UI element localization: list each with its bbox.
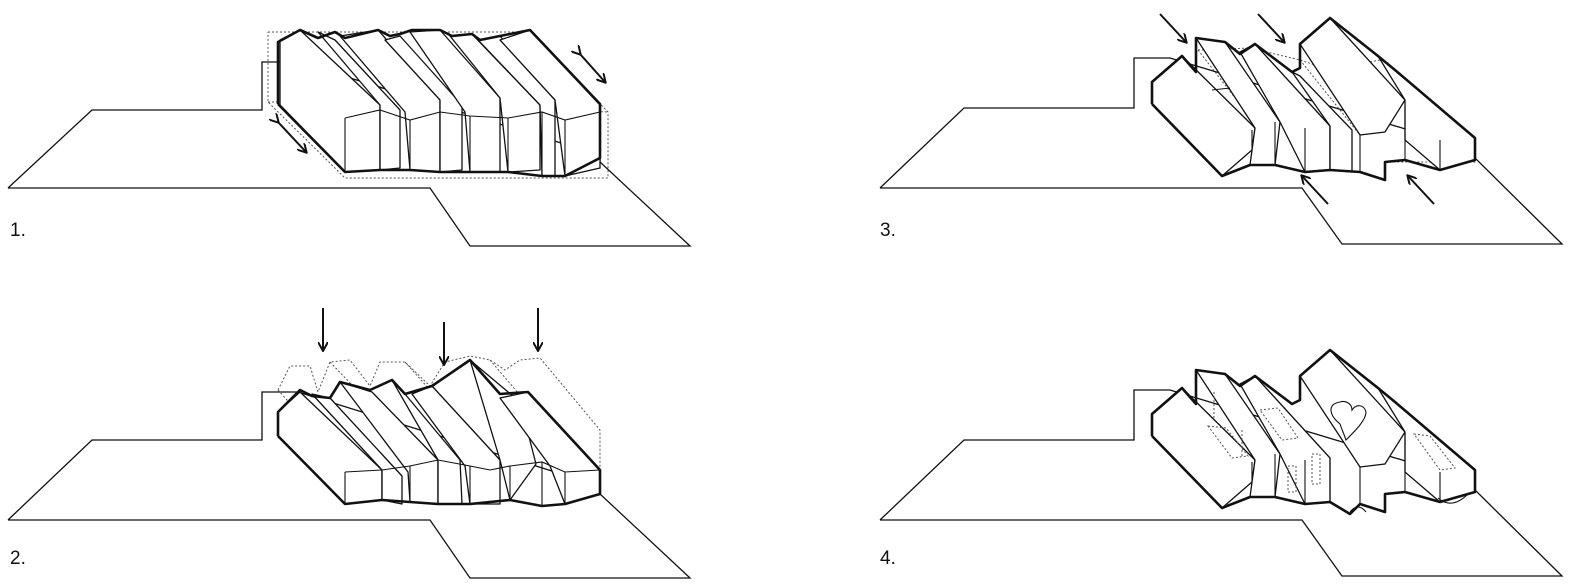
building-outline-4 bbox=[1150, 348, 1477, 516]
pitched-strips bbox=[277, 359, 601, 505]
stretch-arrow-left bbox=[278, 122, 306, 152]
panel-label-2: 2. bbox=[10, 548, 26, 569]
heart-opening bbox=[1330, 400, 1367, 442]
panel-label-1: 1. bbox=[10, 220, 26, 241]
slide-arrow-1 bbox=[1159, 13, 1186, 42]
panel-1-diagram bbox=[7, 28, 692, 247]
panel-4-diagram bbox=[879, 348, 1564, 577]
carved-strips bbox=[1151, 349, 1476, 509]
openings-dotted bbox=[1206, 392, 1456, 493]
panel-2-diagram bbox=[7, 308, 692, 579]
shifted-edges bbox=[1211, 87, 1441, 172]
stretch-arrow-right bbox=[580, 54, 605, 82]
building-edges bbox=[344, 109, 601, 176]
slide-arrow-4 bbox=[1408, 176, 1435, 205]
building-strips bbox=[279, 29, 601, 177]
building-outline-2 bbox=[276, 358, 602, 508]
panel-label-3: 3. bbox=[880, 220, 896, 241]
building-outline bbox=[276, 28, 602, 178]
panel-3-diagram bbox=[879, 13, 1564, 245]
pitched-edges bbox=[344, 459, 601, 506]
slide-arrow-3 bbox=[1302, 176, 1329, 205]
panel-label-4: 4. bbox=[880, 548, 896, 569]
building-outline-3 bbox=[1150, 16, 1477, 182]
slide-arrow-2 bbox=[1257, 13, 1284, 42]
